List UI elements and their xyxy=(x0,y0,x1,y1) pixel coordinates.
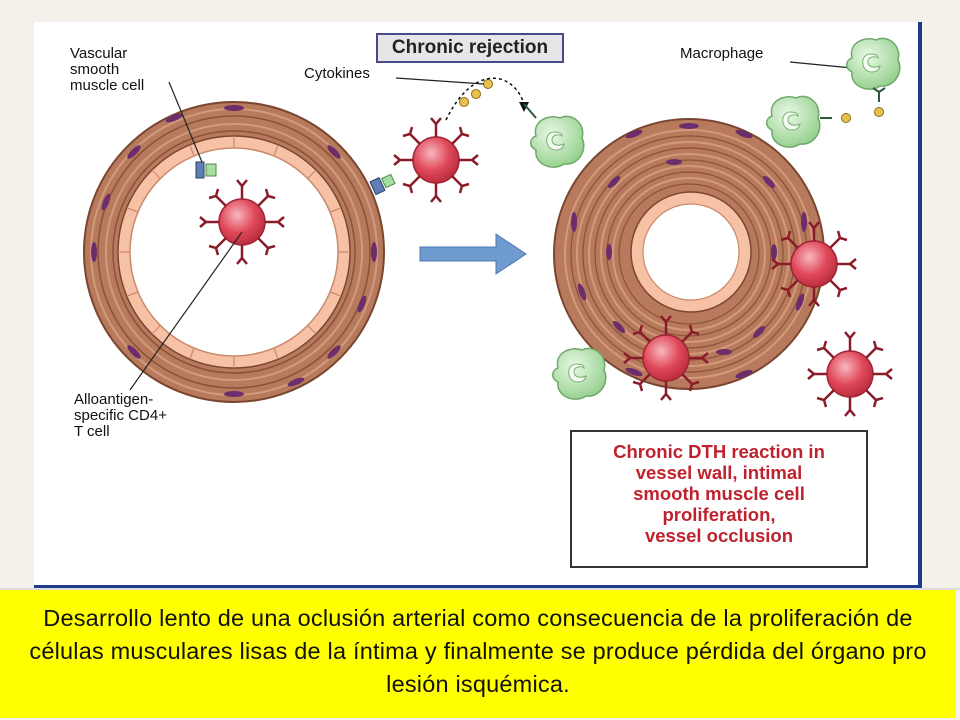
occluded-vessel xyxy=(553,118,825,390)
progression-arrow xyxy=(419,233,527,275)
diagram-panel: Vascular smooth muscle cell Alloantigen-… xyxy=(34,22,922,588)
macrophage xyxy=(845,37,901,90)
divider xyxy=(0,588,960,590)
label-cytokines: Cytokines xyxy=(304,65,370,82)
macrophage xyxy=(551,347,607,400)
diagram-title: Chronic rejection xyxy=(376,33,564,63)
chronic-rejection-diagram xyxy=(83,37,901,418)
t-cell-infiltrating xyxy=(806,330,894,418)
result-box: Chronic DTH reaction in vessel wall, int… xyxy=(570,430,868,568)
caption: Desarrollo lento de una oclusión arteria… xyxy=(0,590,956,718)
t-cell-activated xyxy=(392,116,480,204)
label-vascular-smooth-muscle-cell: Vascular smooth muscle cell xyxy=(70,45,145,94)
cytokines xyxy=(445,77,529,121)
normal-vessel xyxy=(83,101,396,403)
macrophage xyxy=(765,95,821,148)
label-t-cell: Alloantigen- specific CD4+ T cell xyxy=(74,391,167,440)
label-macrophage: Macrophage xyxy=(680,45,764,62)
macrophage xyxy=(529,115,585,168)
